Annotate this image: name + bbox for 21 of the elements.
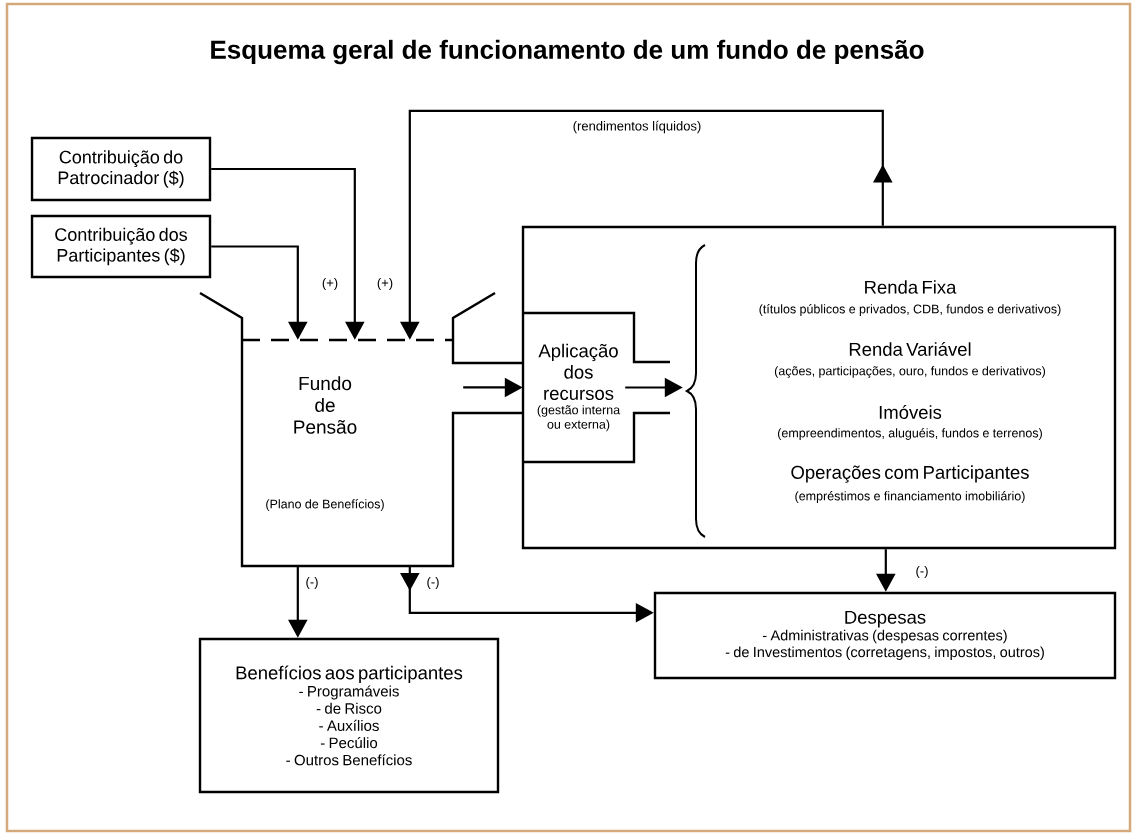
asset-classes: Renda Fixa (títulos públicos e privados, CDB, fundos e derivativos) Renda Variável (ações, participações, ouro, fundos e derivativos) Imóveis (empreendimentos, aluguéis, fundos e terrenos) Operações com Participantes (empréstimos e financiamento imobiliário) [759,280,1061,503]
node-label: Operações com Participantes [791,465,1029,483]
edge-label: (rendimentos líquidos) [573,120,701,134]
edge-label: (-) [427,576,439,590]
node-label: (empréstimos e financiamento imobiliário) [795,491,1025,503]
expenses-box: Despesas - Administrativas (despesas correntes) - de Investimentos (corretagens, impostos, outros) [653,591,1117,680]
edge-label: (-) [306,576,318,590]
node-label: (títulos públicos e privados, CDB, fundos e derivativos) [759,304,1061,316]
contribution-box: Contribuição do Patrocinador ($) [30,136,212,202]
node-label: Renda Variável [849,342,971,356]
node-label: Imóveis [879,405,942,419]
node-label: (ações, participações, ouro, fundos e derivativos) [774,366,1046,378]
contribution-box: Contribuição dos Participantes ($) [30,214,212,279]
investment-box [521,225,1117,550]
title: Esquema geral de funcionamento de um fundo de pensão [211,39,924,65]
node-label: Renda Fixa [865,280,957,294]
node-label: (empreendimentos, aluguéis, fundos e terrenos) [777,428,1042,440]
allocation-box: Aplicação dos recursos (gestão interna ou externa) [523,311,670,464]
benefits-box: Benefícios aos participantes - Programáveis - de Risco - Auxílios - Pecúlio - Outros Benefícios [198,637,500,794]
fund-tank: Fundo de Pensão (Plano de Benefícios) [199,291,523,568]
edge-label: (-) [916,565,928,579]
